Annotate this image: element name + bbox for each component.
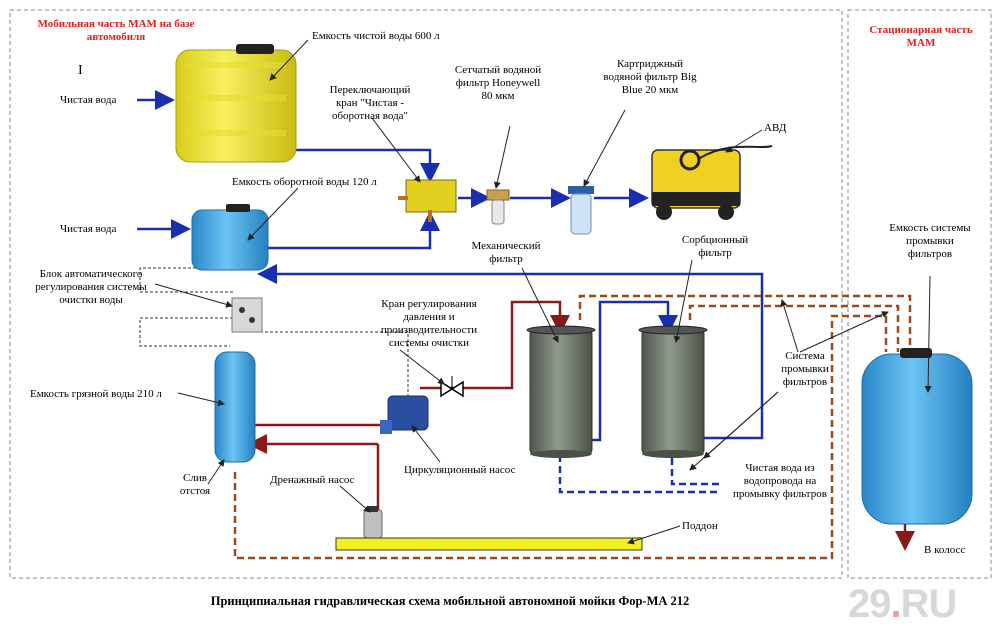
circulation-pump[interactable] bbox=[380, 395, 429, 434]
filter-system-tank[interactable] bbox=[861, 348, 973, 525]
watermark: 29.RU bbox=[848, 582, 958, 627]
tray bbox=[335, 537, 643, 551]
sorption-filter[interactable] bbox=[638, 325, 708, 458]
cartridge-filter-label: Картриджный водяной фильтр Big Blue 20 м… bbox=[603, 58, 697, 96]
stationary-zone-frame bbox=[847, 9, 992, 579]
clean-tank-label: Емкость чистой воды 600 л bbox=[312, 30, 440, 42]
cartridge-filter[interactable] bbox=[568, 186, 594, 235]
mesh-filter[interactable] bbox=[486, 189, 510, 225]
recycled-water-tank[interactable] bbox=[191, 204, 269, 271]
recycled-tank-label: Емкость оборотной воды 120 л bbox=[232, 176, 377, 188]
flush-return-lines bbox=[233, 294, 912, 560]
mobile-zone-frame bbox=[9, 9, 843, 579]
switch-valve[interactable] bbox=[398, 179, 457, 222]
sludge-drain-label: Слив отстоя bbox=[179, 472, 211, 497]
clean-water-lines bbox=[137, 90, 764, 442]
filter-system-tank-label: Емкость системы промывки фильтров bbox=[889, 222, 971, 260]
leader-lines bbox=[154, 39, 932, 545]
control-unit[interactable] bbox=[231, 297, 263, 333]
control-signal-lines bbox=[139, 267, 409, 396]
flush-system-label: Система промывки фильтров bbox=[781, 350, 829, 388]
tap-water-label: Чистая вода из водопровода на промывку ф… bbox=[733, 462, 827, 500]
mechanical-filter[interactable] bbox=[526, 325, 596, 458]
mobile-part-label: Мобильная часть МАМ на базе автомобиля bbox=[37, 18, 195, 43]
drain-pump-label: Дренажный насос bbox=[270, 474, 355, 486]
tap-water-flush-lines bbox=[558, 455, 720, 494]
watermark-main: 29 bbox=[848, 582, 891, 626]
stationary-part-label: Стационарная часть МАМ bbox=[869, 24, 973, 49]
high-pressure-washer[interactable] bbox=[651, 145, 773, 220]
pressure-valve[interactable] bbox=[440, 376, 464, 398]
dirty-tank-label: Емкость грязной воды 210 л bbox=[30, 388, 162, 400]
mech-filter-label: Механический фильтр bbox=[471, 240, 541, 265]
control-unit-label: Блок автоматического регулирования систе… bbox=[35, 268, 147, 306]
cursor-mark: I bbox=[78, 63, 83, 78]
watermark-suffix: RU bbox=[900, 582, 958, 626]
clean-water-in-label-2: Чистая вода bbox=[60, 223, 117, 235]
dirty-water-tank[interactable] bbox=[214, 351, 256, 463]
diagram-caption: Принципиальная гидравлическая схема моби… bbox=[210, 594, 690, 608]
clean-water-in-label-1: Чистая вода bbox=[60, 94, 117, 106]
sorb-filter-label: Сорбционный фильтр bbox=[681, 234, 749, 259]
tray-label: Поддон bbox=[682, 520, 718, 532]
circ-pump-label: Циркуляционный насос bbox=[404, 464, 516, 476]
watermark-dot: . bbox=[890, 582, 902, 626]
clean-water-tank[interactable] bbox=[175, 44, 297, 163]
pressure-valve-label: Кран регулирования давления и производит… bbox=[380, 298, 478, 349]
switch-valve-label: Переключающий кран "Чистая - оборотная в… bbox=[329, 84, 411, 122]
to-sewer-label: В колосс bbox=[924, 544, 966, 556]
avd-label: АВД bbox=[764, 122, 787, 134]
drainage-pump[interactable] bbox=[363, 506, 383, 539]
mesh-filter-label: Сетчатый водяной фильтр Honeywell 80 мкм bbox=[454, 64, 542, 102]
